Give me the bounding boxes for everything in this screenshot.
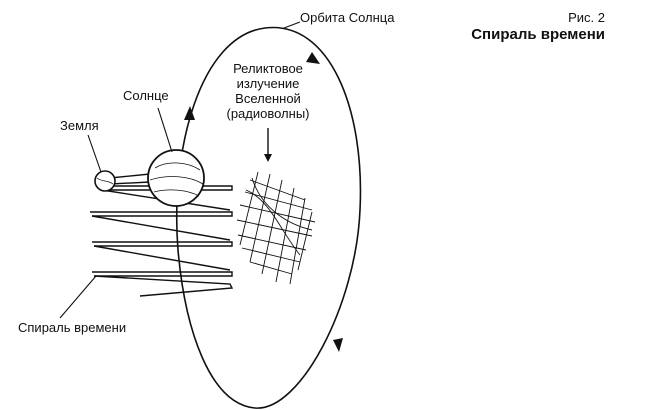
spiral-leader-line [59,275,97,319]
orbit-arrow-top [306,52,320,64]
orbit-leader-line [283,21,301,29]
figure-title: Спираль времени [471,26,605,43]
relic-label-line-3: Вселенной [235,91,301,106]
earth-label: Земля [60,118,99,133]
orbit-arrow-right [333,338,343,352]
earth-body [94,170,151,192]
sun-label: Солнце [123,88,169,103]
orbit-arrow-left [184,106,195,120]
relic-label-line-2: излучение [236,76,300,91]
relic-label-line-1: Реликтовое [233,61,303,76]
relic-label-line-4: (радиоволны) [226,106,310,121]
time-spiral-label: Спираль времени [18,320,127,335]
relic-radiation-mesh [236,171,316,285]
sun-body [147,149,205,207]
sun-leader-line [157,107,173,153]
earth-leader-line [87,134,102,173]
figure-number: Рис. 2 [568,10,605,25]
relic-radiation-label: Реликтовое излучение Вселенной (радиовол… [203,61,333,121]
sun-orbit-label: Орбита Солнца [300,10,395,25]
sun-orbit-path [175,26,362,409]
